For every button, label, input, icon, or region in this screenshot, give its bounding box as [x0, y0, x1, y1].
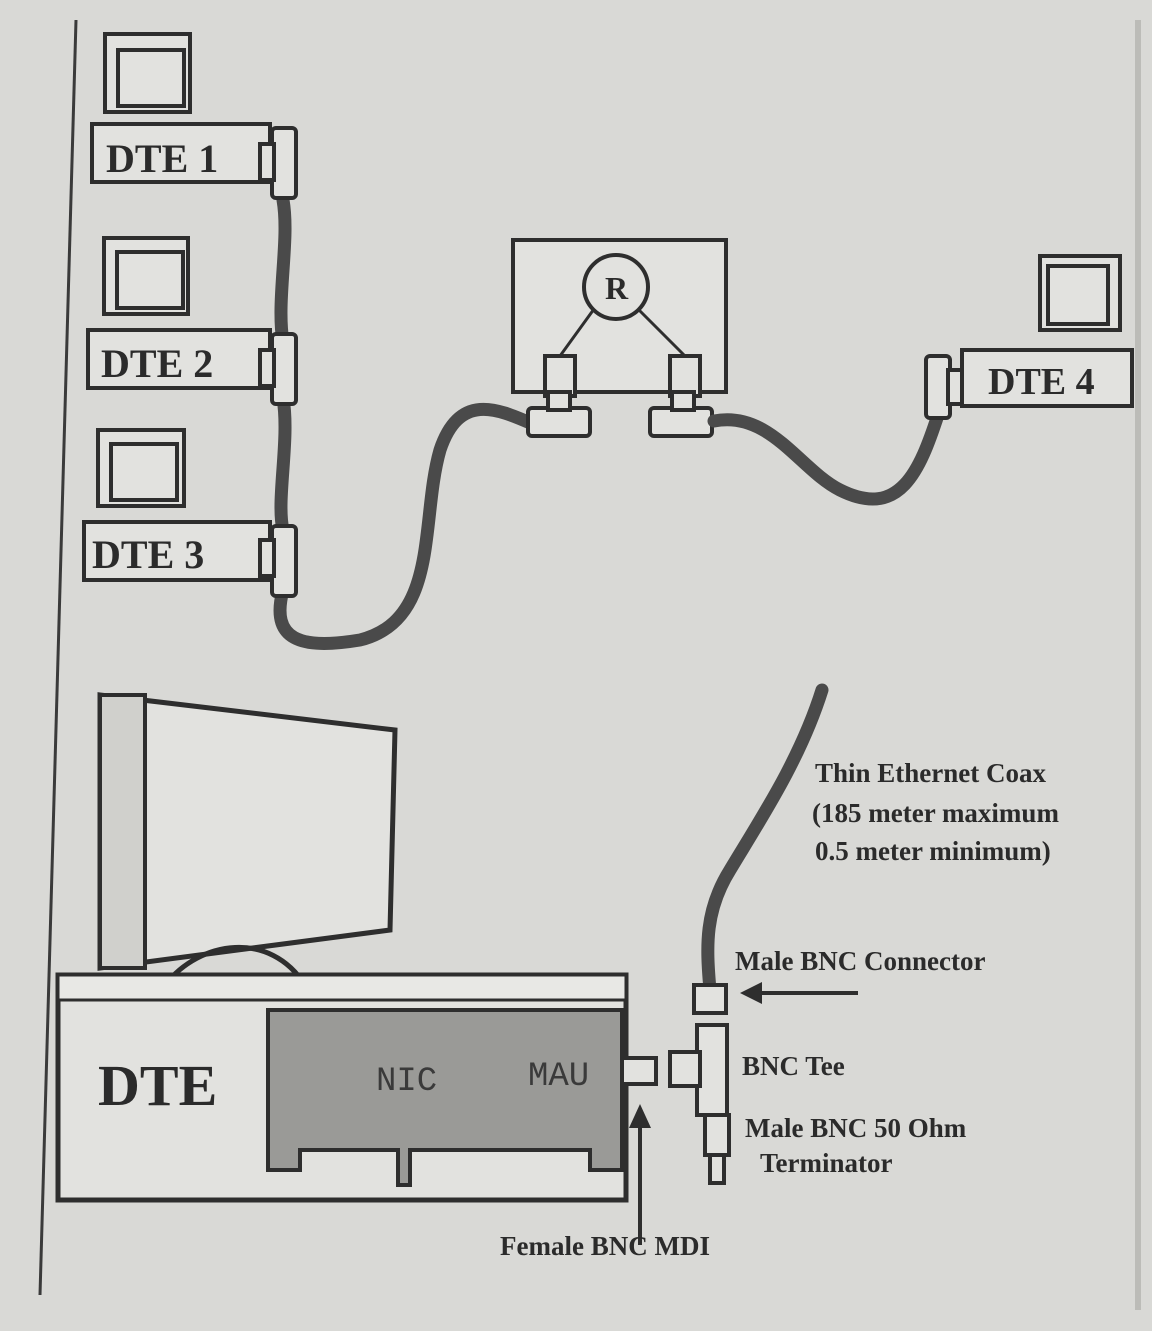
- station-label: DTE 3: [92, 532, 204, 577]
- margin-rule: [38, 19, 78, 1296]
- router-label: R: [605, 270, 629, 306]
- station-dte-4: DTE 4: [924, 254, 1134, 420]
- terminator-label-line: Terminator: [760, 1148, 892, 1178]
- bnc-tee-icon: [258, 332, 298, 406]
- mdi-label: Female BNC MDI: [500, 1231, 710, 1261]
- cable-label-line: (185 meter maximum: [812, 798, 1059, 828]
- bnc-terminator: [703, 1113, 731, 1185]
- cable-label-line: 0.5 meter minimum): [815, 836, 1051, 866]
- station-box: [82, 520, 272, 582]
- coax-segment: [707, 408, 945, 506]
- arrow-icon: [629, 1104, 651, 1245]
- cable-label: Thin Ethernet Coax (185 meter maximum 0.…: [812, 758, 1066, 866]
- bottom-diagram: DTE NIC MAU: [55, 683, 1066, 1261]
- computer-label: DTE: [98, 1053, 217, 1118]
- bnc-tee-icon: [526, 406, 592, 438]
- terminator-label: Male BNC 50 Ohm Terminator: [745, 1113, 973, 1178]
- coax-segment: [273, 402, 542, 650]
- tee-label: BNC Tee: [742, 1051, 845, 1081]
- station-box: [960, 348, 1134, 408]
- arrow-icon: [740, 982, 858, 1004]
- mau-label: MAU: [528, 1058, 589, 1096]
- station-dte-1: DTE 1: [90, 32, 272, 184]
- station-box: [86, 328, 272, 390]
- male-bnc-connector: [692, 983, 728, 1015]
- router: R: [511, 238, 728, 438]
- station-label: DTE 4: [988, 361, 1095, 403]
- bnc-tee-icon: [648, 406, 714, 438]
- bnc-tee-icon: [258, 524, 298, 598]
- monitor-icon: [97, 692, 398, 987]
- coax-segment: [274, 193, 292, 349]
- bnc-tee: [668, 1023, 729, 1117]
- cable-label-line: Thin Ethernet Coax: [815, 758, 1047, 788]
- coax-segment: [274, 391, 292, 537]
- bnc-mdi-connector: [620, 1056, 658, 1086]
- nic-label: NIC: [376, 1063, 437, 1101]
- bnc-tee-icon: [258, 126, 298, 200]
- top-diagram: DTE 1 DTE 2 DTE 3: [82, 32, 1134, 650]
- station-dte-2: DTE 2: [86, 236, 272, 390]
- station-label: DTE 1: [106, 136, 218, 181]
- station-label: DTE 2: [101, 341, 213, 386]
- station-dte-3: DTE 3: [82, 428, 272, 582]
- nic-card: NIC MAU: [266, 1008, 624, 1187]
- male-connector-label: Male BNC Connector: [735, 946, 985, 976]
- thin-coax-cable: [701, 683, 829, 997]
- router-icon: [582, 253, 650, 321]
- terminator-label-line: Male BNC 50 Ohm: [745, 1113, 967, 1143]
